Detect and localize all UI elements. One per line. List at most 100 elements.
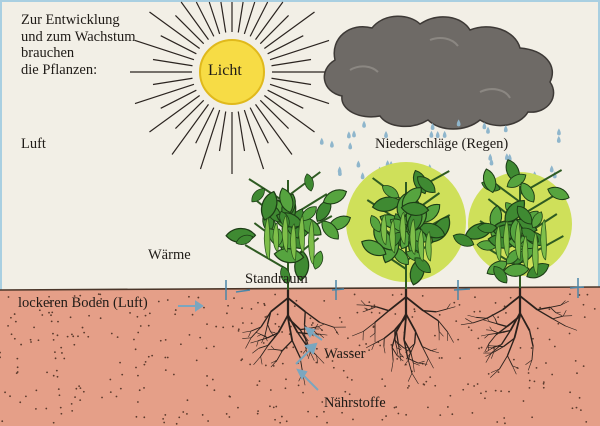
soil-grain: [275, 406, 277, 408]
soil-grain: [121, 374, 123, 376]
soil-grain: [162, 418, 164, 420]
soil-grain: [394, 407, 396, 409]
soil-grain: [575, 360, 577, 362]
soil-grain: [186, 413, 188, 415]
soil-grain: [594, 308, 596, 310]
soil-grain: [385, 415, 387, 417]
soil-grain: [462, 389, 464, 391]
water-label: Wasser: [324, 347, 366, 362]
soil-grain: [137, 316, 139, 318]
soil-grain: [439, 314, 441, 316]
soil-grain: [213, 346, 215, 348]
soil-grain: [292, 346, 294, 348]
soil-grain: [368, 301, 370, 303]
soil-grain: [19, 401, 21, 403]
soil-grain: [343, 370, 345, 372]
soil-grain: [408, 385, 410, 387]
soil-grain: [504, 422, 506, 424]
soil-grain: [500, 390, 502, 392]
soil-grain: [534, 380, 536, 382]
sun-label: Licht: [208, 63, 242, 79]
precipitation-label: Niederschläge (Regen): [375, 137, 508, 152]
soil-grain: [374, 304, 376, 306]
soil-grain: [281, 416, 283, 418]
soil-grain: [119, 362, 121, 364]
soil-grain: [549, 308, 551, 310]
soil-grain: [213, 389, 215, 391]
soil-grain: [310, 317, 312, 319]
soil-grain: [151, 355, 153, 357]
soil-grain: [187, 399, 189, 401]
sun-ray: [135, 84, 194, 103]
nutrients-label: Nährstoffe: [324, 396, 386, 411]
soil-grain: [273, 407, 275, 409]
soil-grain: [145, 315, 147, 317]
soil-grain: [312, 322, 314, 324]
soil-grain: [379, 345, 381, 347]
soil-grain: [140, 325, 142, 327]
rain-drop: [361, 172, 365, 179]
soil-grain: [269, 405, 271, 407]
soil-grain: [473, 385, 475, 387]
soil-grain: [60, 413, 62, 415]
soil-grain: [441, 357, 443, 359]
soil-grain: [251, 308, 253, 310]
soil-grain: [182, 411, 184, 413]
sun-ray: [153, 78, 193, 84]
soil-grain: [468, 326, 470, 328]
soil-grain: [164, 357, 166, 359]
soil-grain: [549, 339, 551, 341]
soil-grain: [165, 339, 167, 341]
soil-grain: [174, 313, 176, 315]
soil-grain: [7, 325, 9, 327]
soil-grain: [17, 366, 19, 368]
space-label: Standraum: [245, 272, 308, 287]
intro-line-2: und zum Wachstum: [21, 29, 136, 46]
soil-grain: [100, 317, 102, 319]
soil-grain: [197, 297, 199, 299]
soil-grain: [212, 379, 214, 381]
soil-grain: [371, 312, 373, 314]
soil-grain: [135, 367, 137, 369]
soil-grain: [493, 348, 495, 350]
soil-grain: [83, 391, 85, 393]
soil-grain: [189, 334, 191, 336]
soil-grain: [579, 294, 581, 296]
soil-grain: [302, 392, 304, 394]
soil-grain: [495, 390, 497, 392]
soil-grain: [351, 379, 353, 381]
soil-grain: [397, 413, 399, 415]
soil-grain: [407, 387, 409, 389]
soil-grain: [347, 337, 349, 339]
soil-grain: [453, 302, 455, 304]
soil-grain: [321, 401, 323, 403]
sun-ray: [244, 110, 263, 169]
soil-grain: [51, 320, 53, 322]
soil-grain: [270, 389, 272, 391]
soil-grain: [447, 406, 449, 408]
rain-drop: [557, 128, 561, 135]
sun-ray: [135, 40, 194, 59]
soil-grain: [439, 357, 441, 359]
warmth-label: Wärme: [148, 248, 191, 263]
soil-grain: [531, 347, 533, 349]
soil-grain: [294, 305, 296, 307]
soil-grain: [274, 294, 276, 296]
soil-grain: [471, 412, 473, 414]
soil-grain: [16, 358, 18, 360]
soil-grain: [53, 422, 55, 424]
soil-grain: [392, 294, 394, 296]
soil-grain: [175, 309, 177, 311]
soil-grain: [422, 295, 424, 297]
soil-grain: [202, 414, 204, 416]
soil-grain: [333, 367, 335, 369]
sun-ray: [260, 15, 288, 43]
soil-grain: [228, 395, 230, 397]
soil-grain: [277, 313, 279, 315]
soil-grain: [139, 389, 141, 391]
soil-grain: [45, 408, 47, 410]
soil-grain: [56, 370, 58, 372]
soil-grain: [569, 333, 571, 335]
soil-grain: [111, 333, 113, 335]
sun-ray: [221, 2, 226, 32]
